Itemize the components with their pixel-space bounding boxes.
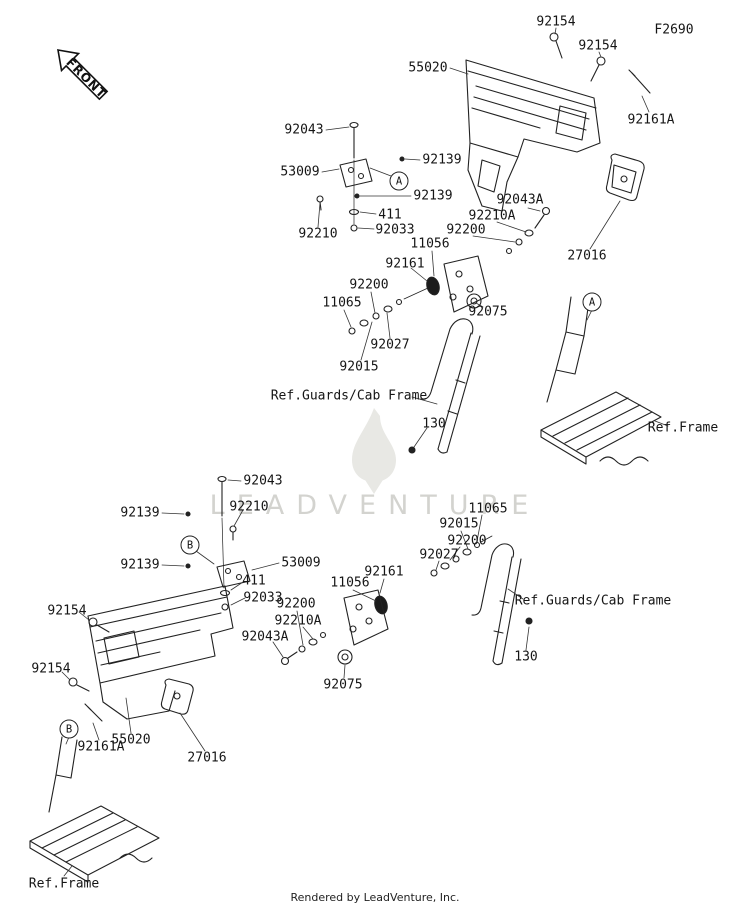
- pin-92161A-bottom: [84, 703, 103, 722]
- part-label-53009[interactable]: 53009: [280, 164, 320, 180]
- part-label-130[interactable]: 130: [514, 649, 538, 665]
- part-label-92027[interactable]: 92027: [370, 337, 410, 353]
- footer-credit: Rendered by LeadVenture, Inc.: [290, 891, 460, 904]
- part-label-92161[interactable]: 92161: [385, 256, 425, 272]
- part-label-92015[interactable]: 92015: [439, 516, 479, 532]
- hinge-53009-top: [339, 158, 373, 188]
- front-arrow: FRONT: [57, 49, 109, 101]
- bolt-92154-bottom-1: [88, 617, 110, 633]
- part-label-92161[interactable]: 92161: [364, 564, 404, 580]
- ref-label-guards-cab-frame: Ref.Guards/Cab Frame: [514, 593, 672, 609]
- hardware-row-top-left: [348, 287, 429, 335]
- part-label-92210[interactable]: 92210: [298, 226, 338, 242]
- part-label-92043A[interactable]: 92043A: [241, 629, 289, 645]
- part-label-92210A[interactable]: 92210A: [274, 613, 322, 629]
- leadventure-watermark: LEADVENTURE: [209, 490, 541, 521]
- part-label-55020[interactable]: 55020: [111, 732, 151, 748]
- part-label-92210A[interactable]: 92210A: [468, 208, 516, 224]
- callout-b-frame: B: [59, 719, 79, 739]
- part-label-92210[interactable]: 92210: [229, 499, 269, 515]
- part-label-92139[interactable]: 92139: [120, 505, 160, 521]
- part-label-411[interactable]: 411: [242, 573, 266, 589]
- part-label-92200[interactable]: 92200: [349, 277, 389, 293]
- latch-27016-top: [605, 153, 645, 202]
- rack-frame-b: [29, 736, 160, 883]
- rack-frame-a: [540, 296, 662, 466]
- leader-lines: [61, 27, 669, 877]
- part-label-130[interactable]: 130: [422, 416, 446, 432]
- part-label-92043A[interactable]: 92043A: [496, 192, 544, 208]
- part-label-92043[interactable]: 92043: [243, 473, 283, 489]
- leadventure-logo-watermark: [352, 408, 396, 494]
- part-label-92200[interactable]: 92200: [276, 596, 316, 612]
- part-label-92027[interactable]: 92027: [419, 547, 459, 563]
- part-label-11056[interactable]: 11056: [330, 575, 370, 591]
- guard-tube-bottom: [471, 543, 533, 666]
- hardware-row-bottom-right: [430, 535, 493, 577]
- guard-tube-top: [408, 318, 481, 454]
- fasteners-bottom-left: [185, 511, 237, 611]
- front-arrow-label: FRONT: [63, 55, 109, 101]
- bracket-92161-top: [426, 255, 489, 313]
- hinge-53009-bottom: [216, 560, 251, 588]
- part-label-92139[interactable]: 92139: [413, 188, 453, 204]
- callout-a-frame: A: [582, 292, 602, 312]
- part-label-27016[interactable]: 27016: [567, 248, 607, 264]
- part-label-92154[interactable]: 92154: [47, 603, 87, 619]
- part-label-92033[interactable]: 92033: [375, 222, 415, 238]
- part-label-11065[interactable]: 11065: [322, 295, 362, 311]
- part-label-92139[interactable]: 92139: [422, 152, 462, 168]
- diagram-code: F2690: [654, 22, 694, 38]
- part-label-92200[interactable]: 92200: [446, 222, 486, 238]
- part-label-92015[interactable]: 92015: [339, 359, 379, 375]
- part-label-411[interactable]: 411: [378, 207, 402, 223]
- part-label-55020[interactable]: 55020: [408, 60, 448, 76]
- bolt-92154-top-2: [590, 56, 606, 82]
- part-label-11056[interactable]: 11056: [410, 236, 450, 252]
- bolt-92154-bottom-2: [68, 677, 90, 692]
- part-label-92033[interactable]: 92033: [243, 590, 283, 606]
- ref-label-frame: Ref.Frame: [28, 876, 100, 892]
- callout-a-top: A: [389, 171, 409, 191]
- ref-label-guards-cab-frame: Ref.Guards/Cab Frame: [270, 388, 428, 404]
- part-label-92075[interactable]: 92075: [468, 304, 508, 320]
- latch-27016-bottom: [160, 678, 194, 715]
- bolt-92043-top: [349, 121, 359, 159]
- fasteners-top-left: [316, 156, 405, 232]
- bolt-92043-bottom: [217, 475, 227, 517]
- part-label-27016[interactable]: 27016: [187, 750, 227, 766]
- part-label-92154[interactable]: 92154: [536, 14, 576, 30]
- bracket-92161-bottom: [337, 589, 389, 665]
- bolt-92154-top-1: [549, 32, 563, 59]
- part-label-92075[interactable]: 92075: [323, 677, 363, 693]
- part-label-92043[interactable]: 92043: [284, 122, 324, 138]
- cargo-bed-side-panel-bottom: [87, 585, 234, 720]
- part-label-92154[interactable]: 92154: [578, 38, 618, 54]
- callout-b-bottom: B: [180, 535, 200, 555]
- part-label-92161A[interactable]: 92161A: [627, 112, 675, 128]
- pin-92161A-top: [628, 69, 651, 94]
- ref-label-frame: Ref.Frame: [647, 420, 719, 436]
- part-label-92154[interactable]: 92154: [31, 661, 71, 677]
- part-label-11065[interactable]: 11065: [468, 501, 508, 517]
- cargo-bed-side-panel-top: [465, 59, 601, 212]
- part-label-92200[interactable]: 92200: [447, 533, 487, 549]
- part-label-92161A[interactable]: 92161A: [77, 739, 125, 755]
- part-label-92139[interactable]: 92139: [120, 557, 160, 573]
- hardware-row-top-right: [505, 206, 551, 255]
- part-label-53009[interactable]: 53009: [281, 555, 321, 571]
